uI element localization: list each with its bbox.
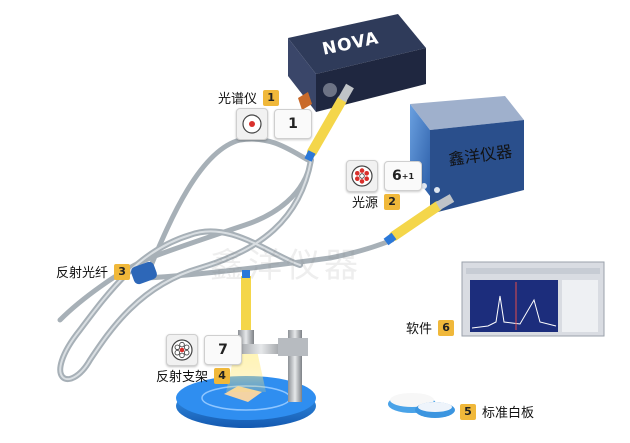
- watermark: 鑫洋仪器: [210, 246, 362, 286]
- badge-2: 2: [384, 193, 401, 210]
- badge-3: 3: [114, 263, 131, 280]
- label-light-source: 光源 2: [352, 192, 401, 211]
- holder-core-count: 7: [204, 335, 242, 365]
- label-holder: 反射支架 4: [156, 366, 231, 385]
- light-source-core-count-sup: +1: [401, 171, 415, 181]
- badge-5: 5: [460, 403, 476, 420]
- label-fiber-text: 反射光纤: [56, 266, 109, 281]
- label-spectrometer-text: 光谱仪: [218, 92, 258, 107]
- seven-core-probe-icon: [166, 334, 198, 366]
- label-white-board-text: 标准白板: [482, 406, 535, 421]
- spectrometer-device: [288, 14, 426, 112]
- badge-6: 6: [438, 319, 455, 336]
- fiber-cable: [57, 136, 395, 382]
- label-fiber: 反射光纤 3: [56, 262, 131, 281]
- label-software-text: 软件: [406, 322, 433, 337]
- spectrometer-fiber-count: 1: [236, 108, 312, 140]
- software-screenshot: [461, 261, 605, 337]
- fiber-sleeve-light-source: [383, 194, 455, 246]
- holder-fiber-count: 7: [166, 334, 242, 366]
- label-software: 软件 6: [406, 318, 455, 337]
- spectrometer-core-count: 1: [274, 109, 312, 139]
- light-source-core-count: 6+1: [384, 161, 422, 191]
- reflection-holder-stand: [176, 330, 316, 428]
- single-core-fiber-icon: [236, 108, 268, 140]
- badge-1: 1: [263, 89, 280, 106]
- light-source-fiber-count: 6+1: [346, 160, 422, 192]
- badge-4: 4: [214, 367, 231, 384]
- fiber-splitter: [131, 261, 157, 285]
- seven-core-fiber-icon: [346, 160, 378, 192]
- label-white-board: 5 标准白板: [460, 402, 534, 421]
- label-light-source-text: 光源: [352, 196, 379, 211]
- light-source-core-count-main: 6: [391, 168, 402, 184]
- fiber-sleeve-spectrometer: [304, 83, 354, 162]
- label-spectrometer: 光谱仪 1: [218, 88, 280, 107]
- standard-white-board: [388, 393, 455, 418]
- label-holder-text: 反射支架: [156, 370, 209, 385]
- light-source-device: [410, 96, 524, 214]
